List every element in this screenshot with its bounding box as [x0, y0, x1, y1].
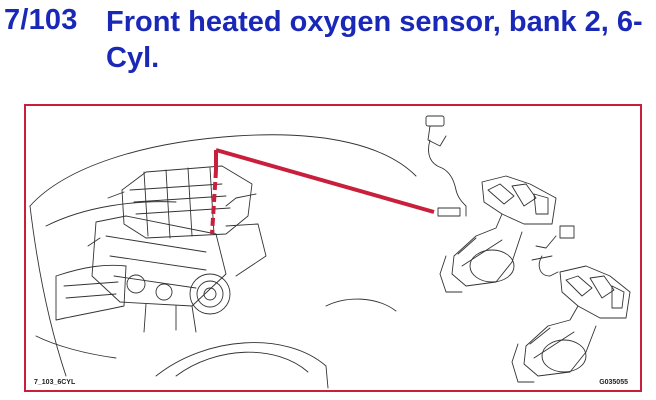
sensor-pointer: [210, 148, 435, 235]
exhaust-manifold-lower: [511, 255, 631, 383]
document-title: Front heated oxygen sensor, bank 2, 6-Cy…: [106, 6, 643, 74]
car-body-outline: [29, 134, 417, 389]
figure-code-right: G035055: [599, 379, 628, 386]
exhaust-manifold-upper: [439, 175, 575, 293]
engine-block: [87, 165, 267, 333]
oxygen-sensor-wire: [425, 115, 467, 217]
page-header: 7/103 Front heated oxygen sensor, bank 2…: [0, 0, 656, 90]
figure-code-left: 7_103_6CYL: [34, 379, 76, 386]
document-number: 7/103: [4, 4, 78, 36]
pointer-leader-line: [215, 148, 435, 214]
engine-illustration: [29, 115, 631, 389]
illustration-frame: 7_103_6CYL G035055: [24, 104, 642, 392]
pointer-dashed-segment: [210, 169, 218, 235]
